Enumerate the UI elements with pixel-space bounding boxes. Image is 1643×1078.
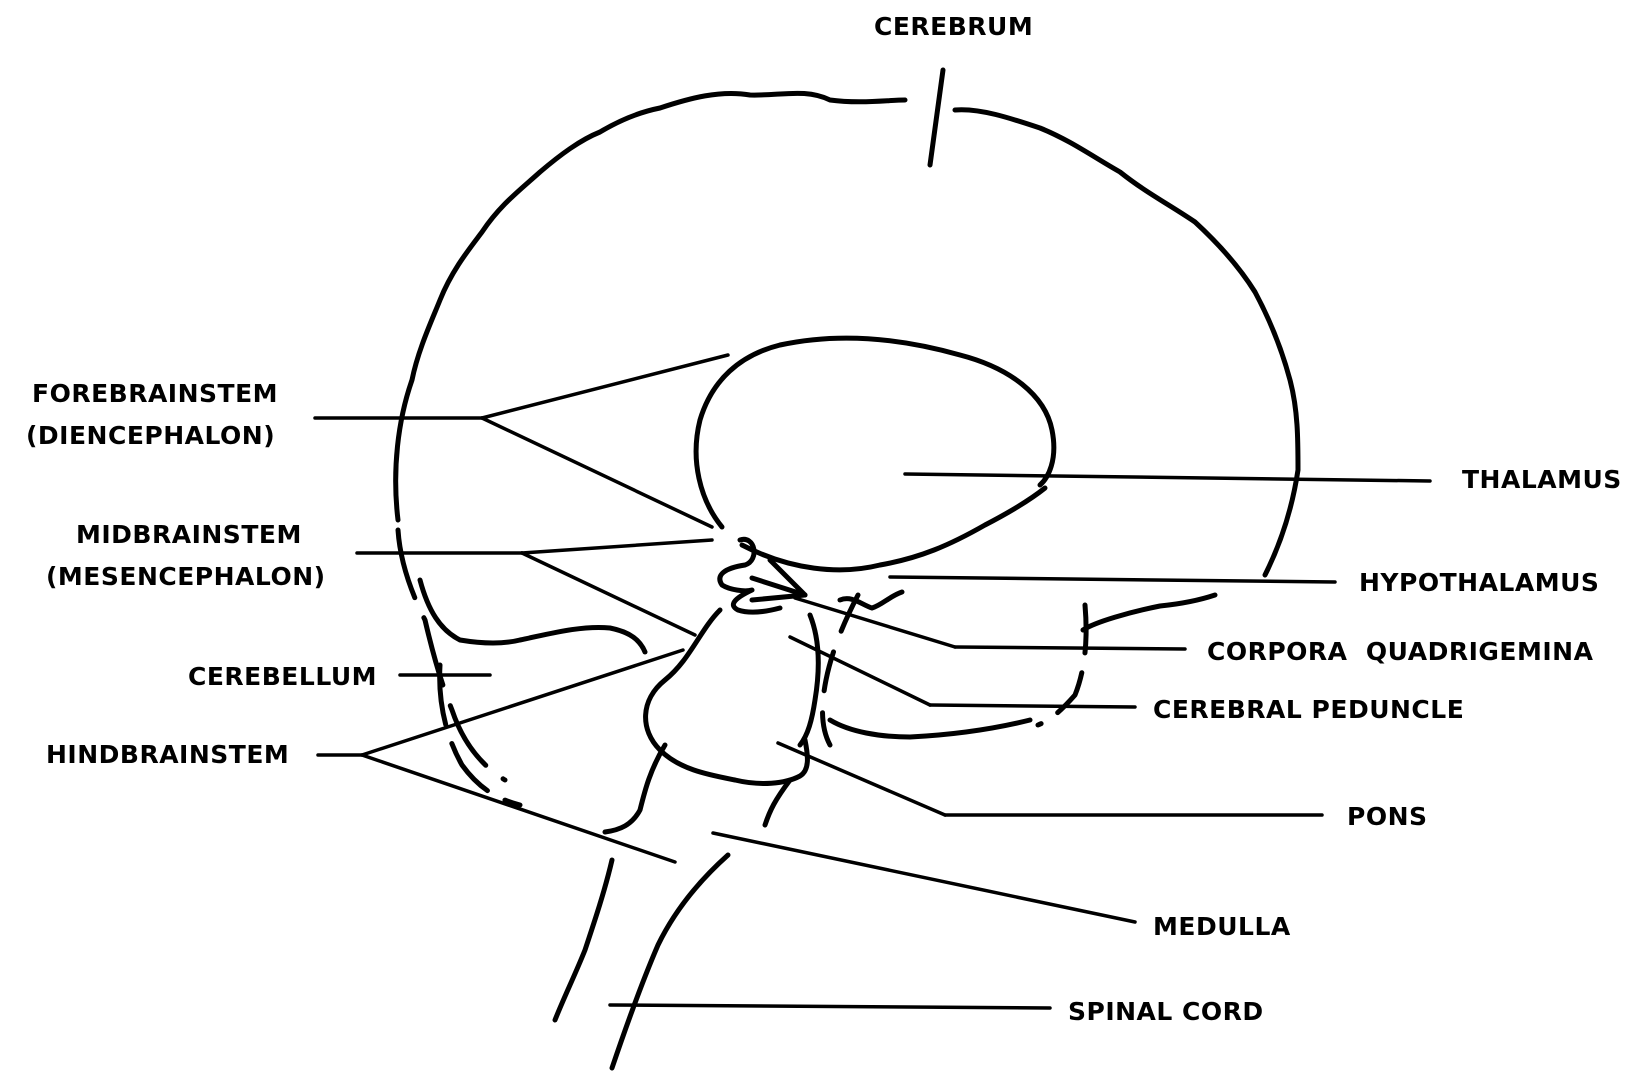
medulla-right-contour <box>762 777 793 828</box>
thalamus-outline <box>693 335 1057 530</box>
temporal-lobe-lower <box>827 717 1033 740</box>
label-diencephalon: (DIENCEPHALON) <box>26 421 275 450</box>
corpora-quadrigemina-leader-diag <box>793 596 957 649</box>
label-corpora-quadrigemina: CORPORA QUADRIGEMINA <box>1207 637 1594 666</box>
cerebral-peduncle-leader-diag <box>788 635 932 707</box>
leader-lines <box>313 353 1432 1010</box>
labels: CEREBRUM FOREBRAINSTEM (DIENCEPHALON) MI… <box>26 12 1622 1026</box>
cerebrum-right-lower-dash <box>1035 602 1089 728</box>
midbrainstem-leader-upper <box>520 538 714 555</box>
hypothalamus-curl <box>837 589 905 611</box>
hindbrainstem-leader-lower <box>360 753 677 864</box>
medulla-leader <box>711 831 1137 924</box>
label-thalamus: THALAMUS <box>1462 465 1622 494</box>
cerebrum-right-lower-contour <box>1080 592 1218 633</box>
cerebrum-lower-back-outline <box>395 527 508 783</box>
label-cerebral-peduncle: CEREBRAL PEDUNCLE <box>1153 695 1464 724</box>
label-spinal-cord: SPINAL CORD <box>1068 997 1264 1026</box>
corpora-arrow-stem <box>767 557 808 598</box>
thalamus-leader <box>903 472 1432 483</box>
label-medulla: MEDULLA <box>1153 912 1291 941</box>
spinal-cord-leader <box>608 1003 1052 1010</box>
cerebrum-outline-left <box>393 90 908 523</box>
corpora-quadrigemina-bumps <box>717 536 783 615</box>
label-hypothalamus: HYPOTHALAMUS <box>1359 568 1599 597</box>
label-mesencephalon: (MESENCEPHALON) <box>46 562 326 591</box>
label-midbrainstem: MIDBRAINSTEM <box>76 520 302 549</box>
spinal-cord-left-contour <box>552 857 615 1023</box>
pons-front-contour <box>797 612 821 748</box>
corpora-quadrigemina-leader-base <box>953 645 1187 651</box>
midbrainstem-leader-lower <box>520 551 697 637</box>
spinal-cord-right-contour <box>609 852 731 1071</box>
brain-drawing <box>393 67 1301 1071</box>
hindbrainstem-leader-upper <box>360 648 685 757</box>
medulla-left-contour <box>602 742 668 835</box>
cerebellum-lower-dash <box>437 662 523 808</box>
cerebellum-outline <box>417 577 648 655</box>
hypothalamus-leader <box>888 575 1337 584</box>
label-forebrainstem: FOREBRAINSTEM <box>32 379 278 408</box>
cerebrum-leader <box>927 67 946 168</box>
pons-outline <box>643 607 810 786</box>
forebrainstem-leader-lower <box>480 416 714 529</box>
cerebrum-outline-right <box>952 107 1301 578</box>
cerebral-peduncle-leader-base <box>928 703 1137 709</box>
label-cerebrum: CEREBRUM <box>874 12 1033 41</box>
brainstem-front-contour <box>820 592 861 748</box>
label-hindbrainstem: HINDBRAINSTEM <box>46 740 289 769</box>
thalamus-lower-contour <box>739 485 1048 573</box>
forebrainstem-leader-upper <box>480 353 730 420</box>
pons-leader-diag <box>776 741 947 817</box>
label-pons: PONS <box>1347 802 1428 831</box>
label-cerebellum: CEREBELLUM <box>188 662 377 691</box>
